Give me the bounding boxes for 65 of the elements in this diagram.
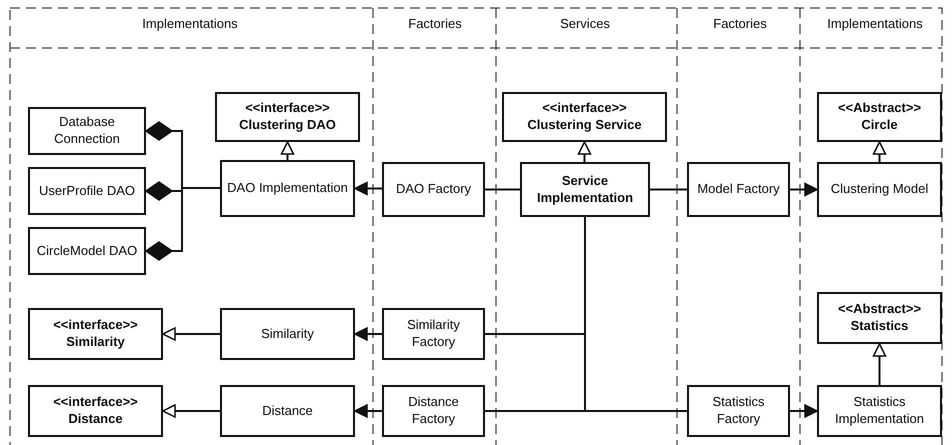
class-box	[687, 162, 790, 217]
class-name: Database Connection	[53, 114, 121, 148]
connector-line	[485, 188, 520, 190]
arrow	[354, 404, 382, 418]
connector-line	[650, 188, 687, 190]
class-name: Similarity	[66, 334, 125, 351]
class-name: DAO Implementation	[227, 180, 348, 197]
class-name: Statistics Implementation	[834, 394, 925, 428]
class-name: Distance Factory	[407, 394, 460, 428]
class-name: Model Factory	[697, 181, 780, 198]
class-box	[687, 385, 790, 437]
stereotype-label: <<interface>>	[542, 100, 627, 117]
class-name: Statistics Factory	[711, 394, 766, 428]
arrow	[280, 141, 294, 160]
class-name: Circle	[861, 117, 898, 134]
class-name: Distance	[262, 402, 313, 420]
lane-header: Implementations	[142, 16, 238, 31]
arrow	[162, 404, 220, 418]
class-name: Service Implementation	[536, 172, 634, 206]
lane-header: Services	[560, 16, 610, 31]
class-name: Clustering DAO	[239, 117, 336, 134]
connector-line	[584, 217, 687, 412]
class-name: UserProfile DAO	[38, 182, 136, 200]
lane-header: Factories	[408, 16, 462, 31]
class-name: Clustering Model	[830, 181, 928, 198]
class-box	[220, 160, 355, 217]
stereotype-label: <<Abstract>>	[838, 100, 922, 117]
class-box	[215, 92, 360, 142]
arrow	[354, 182, 382, 196]
class-box	[28, 308, 163, 360]
stereotype-label: <<interface>>	[53, 394, 138, 411]
class-box	[382, 162, 485, 217]
class-box	[28, 227, 146, 275]
arrow	[872, 343, 886, 385]
class-box	[220, 308, 355, 360]
class-box	[28, 107, 146, 155]
stereotype-label: <<interface>>	[245, 100, 330, 117]
arrow	[790, 182, 818, 196]
class-name: Statistics	[850, 318, 908, 335]
class-box	[28, 167, 146, 215]
arrow	[872, 141, 886, 162]
lane-header: Factories	[713, 16, 767, 31]
class-box	[382, 308, 485, 360]
class-box	[817, 92, 942, 142]
arrow	[790, 404, 818, 418]
class-name: Similarity	[261, 326, 314, 342]
arrow	[578, 141, 592, 162]
class-box	[520, 162, 650, 217]
class-box	[382, 385, 485, 437]
class-box	[28, 385, 163, 437]
stereotype-label: <<interface>>	[53, 317, 138, 334]
class-name: CircleModel DAO	[36, 242, 138, 260]
class-name: DAO Factory	[396, 181, 472, 198]
class-box	[817, 292, 942, 344]
class-box	[817, 162, 942, 217]
class-box	[817, 385, 942, 437]
arrow	[162, 327, 220, 341]
class-box	[502, 92, 667, 142]
stereotype-label: <<Abstract>>	[838, 301, 922, 318]
lane-header: Implementations	[827, 16, 923, 31]
class-name: Distance	[68, 411, 123, 428]
class-name: Similarity Factory	[406, 317, 461, 351]
arrow	[354, 327, 382, 341]
class-name: Clustering Service	[527, 117, 642, 134]
class-box	[220, 385, 355, 437]
